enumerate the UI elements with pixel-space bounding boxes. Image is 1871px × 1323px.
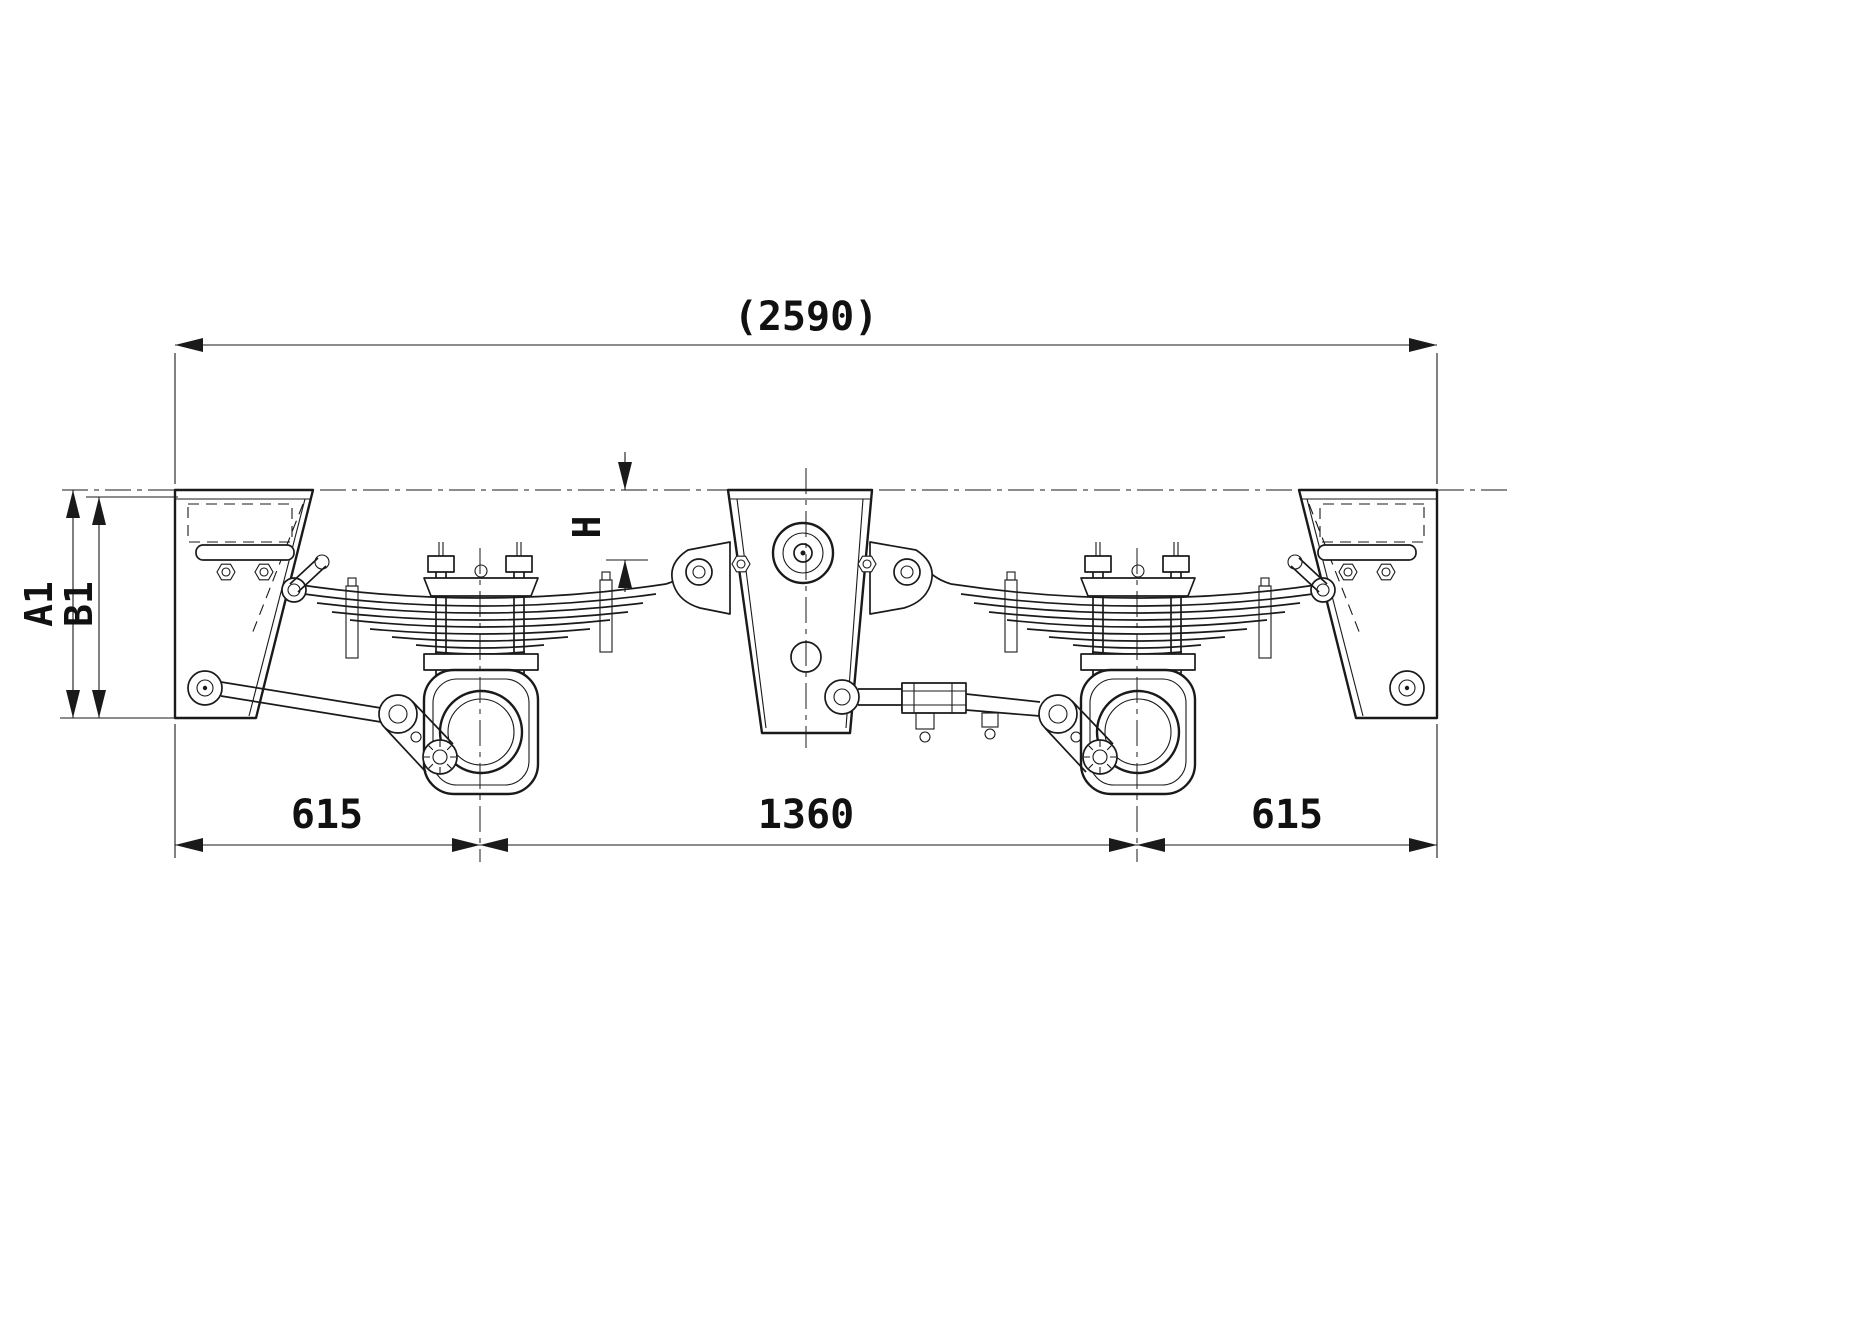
front-hanger <box>175 490 313 718</box>
centerlines <box>62 468 1510 862</box>
h-dimension-label: H <box>565 516 609 539</box>
overall-dimension-label: (2590) <box>734 294 879 340</box>
dim-arrow <box>92 690 106 718</box>
dim-arrow <box>1109 838 1137 852</box>
front-torque-rod <box>220 681 382 723</box>
extension-lines <box>174 353 1438 484</box>
rod-adjuster-hex <box>901 682 967 714</box>
rod-clevis <box>858 683 903 711</box>
equalizer-bracket-outline <box>726 488 874 735</box>
spring-end-pin <box>692 565 706 579</box>
dimension-overall <box>174 338 1438 484</box>
front-spring-pack <box>281 554 697 659</box>
extension-lines <box>60 496 178 719</box>
b1-dimension-label: B1 <box>57 581 101 627</box>
rod-clamp-bolt <box>984 728 996 740</box>
dim-arrow <box>618 462 632 490</box>
dim-arrow <box>1409 338 1437 352</box>
dim-arrow <box>1137 838 1165 852</box>
dim-arrow <box>66 690 80 718</box>
equalizer-pivot-pin <box>793 543 813 563</box>
dim-arrow <box>66 490 80 518</box>
rod-clamp <box>981 712 999 728</box>
dimension-b1 <box>60 496 178 719</box>
dimension-bottom <box>174 724 1438 858</box>
rear-hanger <box>1299 490 1437 718</box>
torque-rod-body <box>220 681 382 723</box>
axle-spread-label: 1360 <box>758 792 854 838</box>
adjustable-torque-rod <box>858 682 1041 743</box>
pivot-center <box>800 550 806 556</box>
extension-lines <box>174 724 1438 858</box>
left-spacing-label: 615 <box>291 792 363 838</box>
wing-bolt <box>731 555 751 573</box>
torque-rod-eye-boss <box>824 679 860 715</box>
dim-arrow <box>1409 838 1437 852</box>
spring-end-pin-boss <box>685 558 713 586</box>
torque-rod-eye-pin <box>833 688 851 706</box>
rear-spring-pack <box>920 554 1336 659</box>
spring-end-pin <box>900 565 914 579</box>
equalizer-assembly <box>671 488 933 735</box>
dim-arrow <box>175 338 203 352</box>
rod-adjuster-lines <box>902 683 966 713</box>
dimension-h <box>606 452 648 592</box>
spring-end-pin-boss <box>893 558 921 586</box>
equalizer-pivot-ring <box>782 532 824 574</box>
dim-arrow <box>92 497 106 525</box>
rod-clamp-bolt <box>919 731 931 743</box>
dim-arrow <box>618 560 632 588</box>
wing-bolt <box>857 555 877 573</box>
dimension-a1 <box>66 490 80 718</box>
dim-arrow <box>452 838 480 852</box>
a1-dimension-label: A1 <box>17 581 61 627</box>
rod-clamp <box>915 712 935 730</box>
rod-shaft <box>965 693 1041 717</box>
dim-arrow <box>175 838 203 852</box>
right-spacing-label: 615 <box>1251 792 1323 838</box>
dim-arrow <box>480 838 508 852</box>
